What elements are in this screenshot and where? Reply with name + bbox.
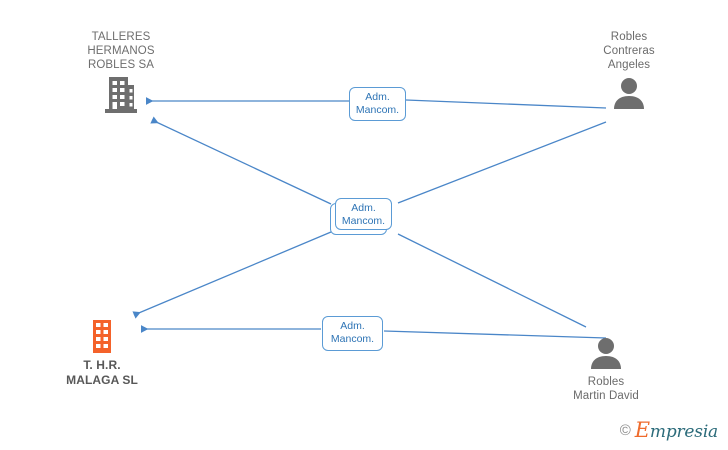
- edge-label-bottom[interactable]: Adm. Mancom.: [322, 316, 383, 351]
- edge-label-top[interactable]: Adm. Mancom.: [349, 87, 406, 121]
- brand-name: Empresia: [635, 418, 718, 442]
- node-thr-malaga-sl[interactable]: T. H.R. MALAGA SL: [22, 314, 182, 388]
- node-label-talleres: TALLERES HERMANOS ROBLES SA: [87, 31, 155, 71]
- watermark-empresia: © Empresia: [620, 418, 718, 442]
- person-icon: [609, 75, 649, 115]
- node-label-robles-contreras-angeles: Robles Contreras Angeles: [603, 31, 655, 71]
- node-robles-martin-david[interactable]: Robles Martin David: [526, 331, 686, 403]
- building-icon: [82, 318, 122, 358]
- brand-rest: mpresia: [649, 422, 718, 442]
- brand-initial: E: [634, 418, 650, 442]
- edge-label-center[interactable]: Adm. Mancom.: [335, 198, 392, 230]
- node-label-thr-malaga: T. H.R. MALAGA SL: [66, 358, 138, 387]
- node-label-robles-martin-david: Robles Martin David: [573, 376, 639, 402]
- node-talleres-hermanos-robles-sa[interactable]: TALLERES HERMANOS ROBLES SA: [41, 30, 201, 115]
- node-robles-contreras-angeles[interactable]: Robles Contreras Angeles: [549, 30, 709, 115]
- building-icon: [101, 75, 141, 115]
- person-icon: [586, 335, 626, 375]
- copyright-icon: ©: [619, 421, 631, 439]
